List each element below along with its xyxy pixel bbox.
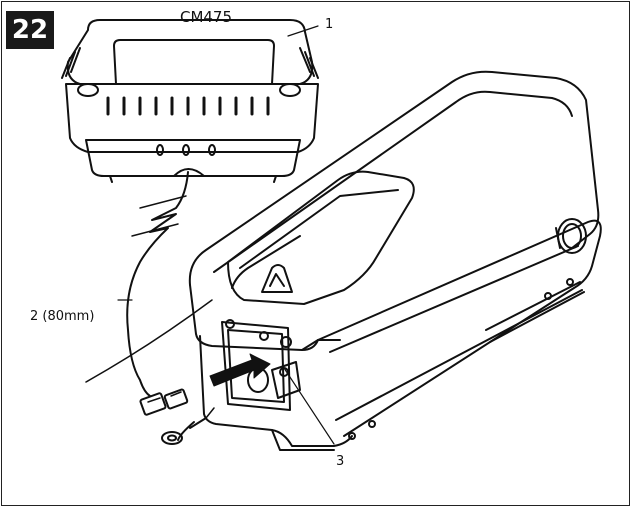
- control-module: [61, 19, 319, 183]
- sensor-cable: [85, 171, 215, 445]
- callout-3-label: 3: [336, 454, 344, 469]
- callout-2-label: 2 (80mm): [30, 309, 94, 324]
- figure-number-badge: 22: [6, 11, 54, 49]
- leader-line-1: [287, 25, 319, 37]
- callout-1-label: 1: [325, 17, 333, 32]
- main-unit: [188, 70, 602, 451]
- leader-line-3: [283, 367, 335, 445]
- model-label: CM475: [180, 8, 232, 26]
- insertion-arrow: [209, 353, 271, 387]
